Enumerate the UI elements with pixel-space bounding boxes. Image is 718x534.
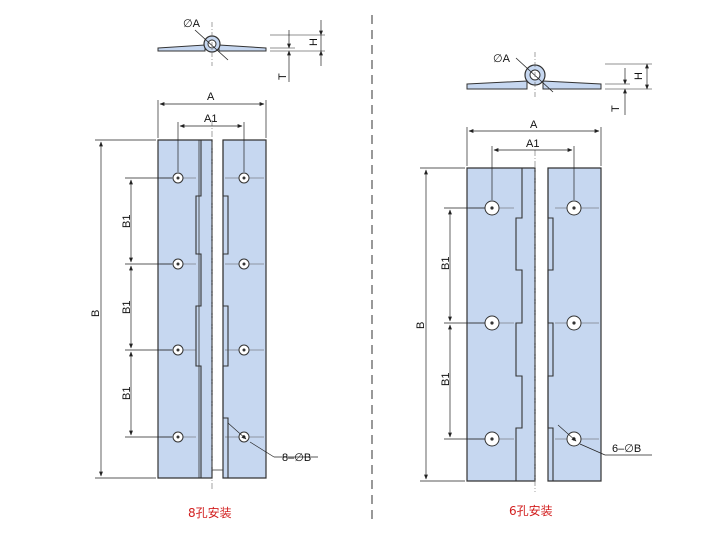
hole (225, 344, 264, 356)
left-dA-label: ∅A (183, 18, 201, 30)
left-hinge-drawing: ∅A H T (90, 18, 325, 520)
hole (555, 315, 599, 331)
left-A1-label: A1 (204, 113, 217, 125)
hole (160, 344, 196, 356)
left-dimensions (95, 100, 318, 479)
left-holes-label: 8–∅B (282, 452, 311, 464)
left-B1-label: B1 (121, 215, 133, 228)
hole (555, 200, 599, 216)
right-caption: 6孔安装 (509, 503, 553, 518)
right-B1-label: B1 (440, 373, 452, 386)
left-side-view: ∅A H T (157, 18, 325, 82)
hole (469, 431, 514, 447)
left-plates (157, 120, 267, 490)
right-dA-label: ∅A (493, 53, 511, 65)
right-A-label: A (530, 119, 538, 131)
left-B1-label: B1 (121, 387, 133, 400)
right-side-view: ∅A H T (466, 52, 652, 115)
left-A-label: A (207, 91, 215, 103)
hole (160, 431, 196, 443)
left-H-label: H (308, 38, 320, 46)
left-B-label: B (90, 310, 102, 317)
hole (225, 258, 264, 270)
hole (225, 172, 264, 184)
right-B-label: B (415, 322, 427, 329)
left-caption: 8孔安装 (188, 505, 232, 520)
right-holes (469, 200, 599, 447)
right-B1-label: B1 (440, 257, 452, 270)
right-dimensions (420, 127, 652, 482)
left-T-label: T (277, 73, 289, 80)
right-H-label: H (633, 72, 645, 80)
right-A1-label: A1 (526, 138, 539, 150)
right-T-label: T (610, 105, 622, 112)
right-holes-label: 6–∅B (612, 443, 641, 455)
right-hinge-drawing: ∅A H T (415, 52, 652, 518)
left-B1-label: B1 (121, 301, 133, 314)
